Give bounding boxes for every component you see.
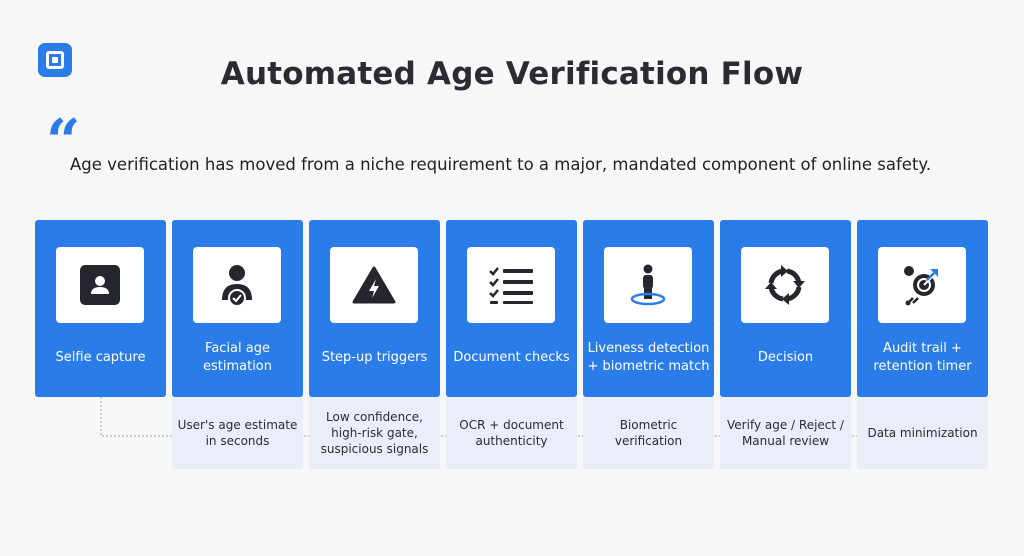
step-label: Facial age estimation	[202, 341, 272, 374]
step-description: Biometric verification	[583, 397, 714, 469]
person-scan-icon	[630, 264, 666, 306]
step-card-document-checks: Document checks	[446, 220, 577, 397]
cycle-arrows-icon	[765, 265, 805, 305]
portrait-icon	[80, 265, 120, 305]
step-card-step-up-triggers: Step-up triggers	[309, 220, 440, 397]
step-label: Step-up triggers	[321, 350, 428, 365]
step-description: Verify age / Reject / Manual review	[720, 397, 851, 469]
step-card-liveness-detection: Liveness detection + biometric match	[583, 220, 714, 397]
page-title: Automated Age Verification Flow	[220, 56, 804, 92]
step-label: Decision	[757, 350, 814, 365]
audit-trail-icon	[904, 266, 938, 306]
step-description: Low confidence, high-risk gate, suspicio…	[309, 397, 440, 469]
user-check-icon	[222, 265, 252, 307]
step-label: Document checks	[453, 350, 570, 365]
step-icon-tile	[741, 247, 829, 323]
step-label: Selfie capture	[55, 350, 146, 365]
step-icon-tile	[878, 247, 966, 323]
quote-text: Age verification has moved from a niche …	[70, 155, 932, 174]
warning-bolt-icon	[352, 266, 396, 304]
square-logo-icon	[46, 51, 64, 69]
step-icon-tile	[193, 247, 281, 323]
step-description: OCR + document authenticity	[446, 397, 577, 469]
step-icon-tile	[56, 247, 144, 323]
step-card-audit-trail: Audit trail + retention timer	[857, 220, 988, 397]
step-label: Audit trail + retention timer	[873, 341, 972, 374]
step-card-decision: Decision	[720, 220, 851, 397]
step-label: Liveness detection + biometric match	[587, 341, 710, 374]
step-description: Data minimization	[857, 397, 988, 469]
step-card-selfie-capture: Selfie capture	[35, 220, 166, 397]
checklist-icon	[489, 267, 533, 304]
step-card-facial-age-estimation: Facial age estimation	[172, 220, 303, 397]
quote-mark-icon: “	[46, 107, 81, 177]
step-description: User's age estimate in seconds	[172, 397, 303, 469]
flow-steps: Selfie capture Facial age estimation Use…	[0, 220, 1024, 480]
step-icon-tile	[330, 247, 418, 323]
step-icon-tile	[604, 247, 692, 323]
step-icon-tile	[467, 247, 555, 323]
logo	[38, 43, 72, 77]
